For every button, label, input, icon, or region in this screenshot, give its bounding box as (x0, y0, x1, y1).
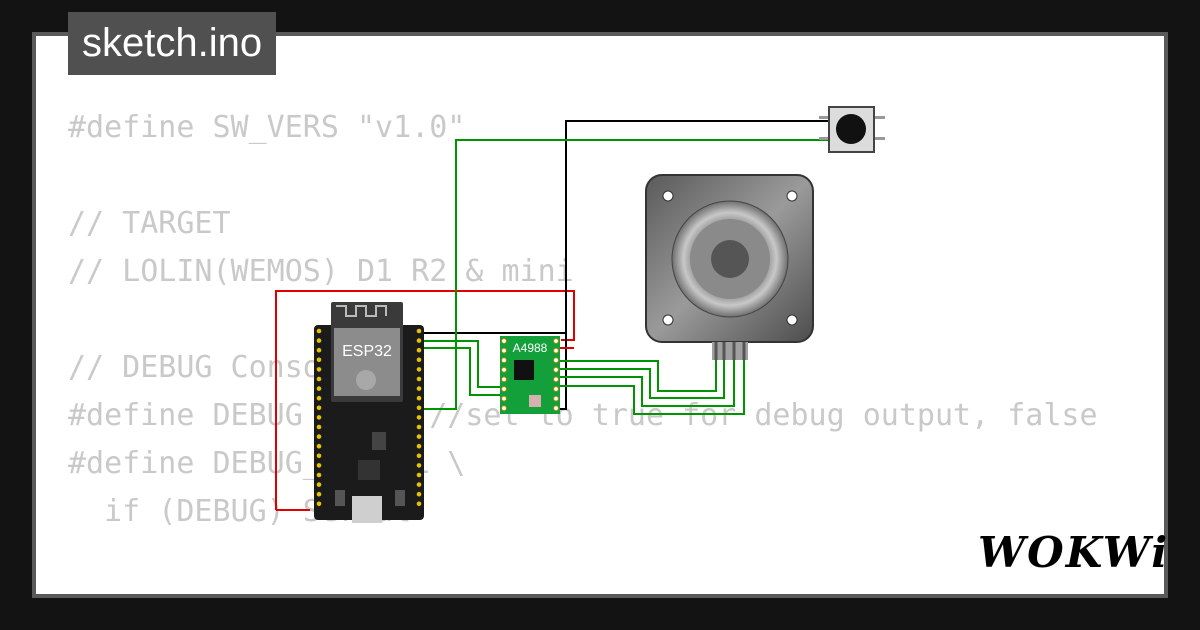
esp32-pin (316, 434, 322, 439)
esp32-pin (416, 405, 422, 411)
esp32-pin (316, 463, 322, 468)
esp32-pin (416, 395, 422, 401)
esp32-pin (316, 367, 322, 372)
a4988-pin (501, 357, 507, 364)
a4988-pin (501, 338, 507, 344)
a4988-label: A4988 (513, 341, 548, 355)
a4988-pin (501, 395, 507, 402)
esp32-pin (316, 328, 322, 334)
esp32-pin (416, 453, 422, 459)
esp32-pin (316, 347, 322, 353)
esp32-pin (316, 405, 322, 411)
wokwi-logo: WOKWi (978, 528, 1170, 577)
stepper-motor[interactable] (645, 174, 814, 360)
green-button-wire (414, 139, 828, 410)
a4988-pin (553, 376, 559, 383)
a4988-pin (553, 347, 559, 354)
esp32-pin (316, 395, 322, 401)
esp32-pin (316, 338, 322, 343)
wires (275, 120, 828, 511)
esp32-pin (416, 415, 422, 420)
a4988-pin (501, 366, 507, 373)
esp32-label: ESP32 (342, 343, 392, 360)
esp32-pin (416, 434, 422, 439)
motor-wire-3 (556, 360, 735, 407)
sketch-filename-tab[interactable]: sketch.ino (68, 12, 277, 75)
red-power-wire (275, 290, 575, 510)
a4988-pin (553, 338, 559, 344)
a4988-pin (553, 357, 559, 364)
code-line: // TARGET (68, 206, 231, 241)
a4988-pin (501, 405, 507, 412)
black-button-wire (414, 120, 828, 334)
motor-wire-1 (556, 360, 717, 392)
esp32-pin (316, 472, 322, 478)
esp32-pin (416, 367, 422, 372)
a4988-pin (501, 347, 507, 354)
esp32-board[interactable]: ESP32 (314, 302, 424, 523)
code-background: #define SW_VERS "v1.0" // TARGET // LOLIN(… (68, 104, 1098, 594)
esp32-pin (416, 472, 422, 478)
esp32-pin (416, 347, 422, 353)
code-line: // LOLIN(WEMOS) D1 R2 & mini (68, 254, 574, 289)
esp32-pin (316, 415, 322, 420)
esp32-pin (316, 357, 322, 363)
esp32-pin (316, 376, 322, 382)
code-line: // Pin assignments (68, 584, 1098, 594)
esp32-pin (416, 357, 422, 363)
esp32-pin (316, 386, 322, 391)
a4988-pin (553, 386, 559, 392)
a4988-pins (501, 338, 559, 412)
esp32-pin (416, 482, 422, 487)
code-line: #define DEBUG true //set to true for deb… (68, 398, 1098, 433)
code-line: #define SW_VERS "v1.0" (68, 110, 466, 145)
a4988-pin (501, 386, 507, 392)
esp32-pin (316, 491, 322, 497)
esp32-pin (416, 338, 422, 343)
green-dir-wire (414, 347, 503, 396)
a4988-driver[interactable]: A4988 (500, 336, 560, 414)
esp32-pin (416, 376, 422, 382)
motor-wire-2 (556, 360, 725, 399)
esp32-pin (416, 328, 422, 334)
esp32-pin (416, 463, 422, 468)
esp32-pin (416, 443, 422, 449)
preview-card: #define SW_VERS "v1.0" // TARGET // LOLIN(… (36, 36, 1164, 594)
esp32-pin (316, 482, 322, 487)
esp32-pin (316, 501, 322, 507)
esp32-pin (316, 424, 322, 430)
green-step-wire (414, 340, 503, 388)
esp32-pin (316, 453, 322, 459)
a4988-pin (553, 366, 559, 373)
motor-wire-4 (556, 360, 745, 415)
push-button[interactable] (819, 106, 885, 153)
esp32-pins (316, 328, 422, 507)
esp32-pin (416, 424, 422, 430)
esp32-pin (416, 501, 422, 507)
esp32-pin (416, 386, 422, 391)
a4988-pin (553, 395, 559, 402)
a4988-pin (501, 376, 507, 383)
esp32-pin (316, 443, 322, 449)
esp32-pin (416, 491, 422, 497)
a4988-pin (553, 405, 559, 412)
